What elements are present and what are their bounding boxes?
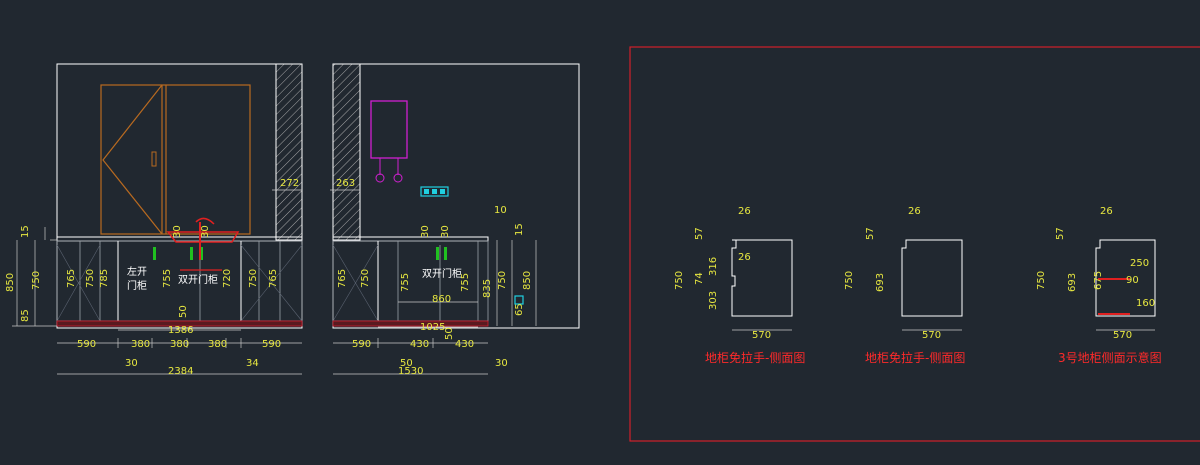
left-cabinet-label-1: 左开	[127, 265, 147, 278]
front-elevation: 左开 门柜 双开门柜 15 850 750 85 765 750 785 755…	[5, 63, 303, 377]
sec3-dim-90: 90	[1126, 275, 1139, 286]
wardrobe	[100, 84, 251, 235]
sec2-dim-693: 693	[875, 273, 886, 292]
sec3-dim-693: 693	[1067, 273, 1078, 292]
sec1-dim-750: 750	[674, 271, 685, 290]
sec2-caption: 地柜免拉手-侧面图	[865, 350, 965, 365]
side-dim-v755a: 755	[400, 273, 411, 292]
front-dim-v720: 720	[222, 269, 233, 288]
front-dim-w590b: 590	[262, 339, 281, 350]
side-dim-top-10: 10	[494, 205, 507, 216]
side-dim-span-1025: 1025	[420, 322, 445, 333]
front-dim-sink-30a: 30	[172, 225, 183, 238]
sec1-caption: 地柜免拉手-侧面图	[705, 350, 805, 365]
side-cabinets	[332, 240, 524, 327]
sec2-dim-750: 750	[844, 271, 855, 290]
sec3-dim-width: 570	[1113, 330, 1132, 341]
side-dim-top-15: 15	[514, 223, 525, 236]
front-dim-w380c: 380	[208, 339, 227, 350]
side-dim-d30b: 30	[440, 225, 451, 238]
side-dim-v765: 765	[337, 269, 348, 288]
sec1-dim-316: 316	[708, 257, 719, 276]
side-dim-d50b: 50	[400, 358, 413, 369]
side-dim-w430a: 430	[410, 339, 429, 350]
front-dim-height-body: 750	[31, 271, 42, 290]
front-dim-v785: 785	[99, 269, 110, 288]
front-dim-top-gap: 15	[20, 225, 31, 238]
front-dim-sink-30b: 30	[200, 225, 211, 238]
sec3-dim-675: 675	[1093, 271, 1104, 290]
front-dim-v755a: 755	[162, 269, 173, 288]
side-dim-w590: 590	[352, 339, 371, 350]
section-view-2: 26 57 750 693 570 地柜免拉手-侧面图	[844, 206, 965, 365]
front-wall-hatch	[275, 63, 303, 241]
front-dim-height-plinth: 85	[20, 309, 31, 322]
left-cabinet-label-2: 门柜	[127, 279, 147, 292]
front-dim-off30: 30	[125, 358, 138, 369]
sec2-dim-width: 570	[922, 330, 941, 341]
front-dim-v765a: 765	[66, 269, 77, 288]
sec3-dim-160: 160	[1136, 298, 1155, 309]
wall-socket	[420, 186, 449, 197]
sec1-dim-74: 74	[694, 272, 705, 285]
side-dim-d30c: 30	[495, 358, 508, 369]
sec1-dim-303: 303	[708, 291, 719, 310]
side-dim-wall-gap: 263	[336, 178, 355, 189]
sec3-caption: 3号地柜侧面示意图	[1058, 350, 1162, 365]
front-cabinets	[56, 240, 303, 327]
sec3-dim-250: 250	[1130, 258, 1149, 269]
front-dim-wall-gap: 272	[280, 178, 299, 189]
section-frame	[629, 46, 1200, 442]
side-dim-v750r: 750	[497, 271, 508, 290]
side-dim-w430b: 430	[455, 339, 474, 350]
front-dim-w380b: 380	[170, 339, 189, 350]
front-dim-total: 2384	[168, 366, 193, 377]
front-dim-w380a: 380	[131, 339, 150, 350]
sec2-dim-top: 26	[908, 206, 921, 217]
front-dim-sink-50: 50	[178, 305, 189, 318]
side-dim-d30a: 30	[420, 225, 431, 238]
sec3-dim-top: 26	[1100, 206, 1113, 217]
sec1-dim-top: 26	[738, 206, 751, 217]
side-dim-v755b: 755	[460, 273, 471, 292]
front-dim-v750a: 750	[85, 269, 96, 288]
side-dim-v750: 750	[360, 269, 371, 288]
front-dim-v765b: 765	[268, 269, 279, 288]
side-double-cabinet-label: 双开门柜	[422, 267, 462, 280]
double-cabinet-label: 双开门柜	[178, 273, 218, 286]
front-dim-v750b: 750	[248, 269, 259, 288]
side-dim-d50a: 50	[444, 327, 455, 340]
front-dim-w590a: 590	[77, 339, 96, 350]
sec1-dim-width: 570	[752, 330, 771, 341]
side-dim-v850r: 850	[522, 271, 533, 290]
side-elevation: 双开门柜 263 10 15 765 750 755 755 835 750 8…	[330, 63, 580, 377]
sec2-dim-57: 57	[865, 227, 876, 240]
side-dim-span-860: 860	[432, 294, 451, 305]
front-dim-span-1386: 1386	[168, 325, 193, 336]
front-dim-off34: 34	[246, 358, 259, 369]
side-dim-v65: 65	[514, 303, 525, 316]
sec1-dim-notch: 26	[738, 252, 751, 263]
sink	[166, 217, 240, 271]
water-heater	[370, 100, 408, 183]
side-wall-hatch	[332, 63, 361, 241]
side-dim-total: 1530	[398, 366, 423, 377]
sec3-dim-57: 57	[1055, 227, 1066, 240]
side-dim-v835: 835	[482, 279, 493, 298]
sec1-dim-57: 57	[694, 227, 705, 240]
section-view-1: 26 26 57 74 316 303 750 570 地柜免拉手-侧面图	[674, 206, 805, 365]
front-dim-height-total: 850	[5, 273, 16, 292]
section-view-3: 26 57 750 693 675 250 90 160 570 3号地柜侧面示…	[1036, 206, 1162, 365]
sec3-dim-750: 750	[1036, 271, 1047, 290]
